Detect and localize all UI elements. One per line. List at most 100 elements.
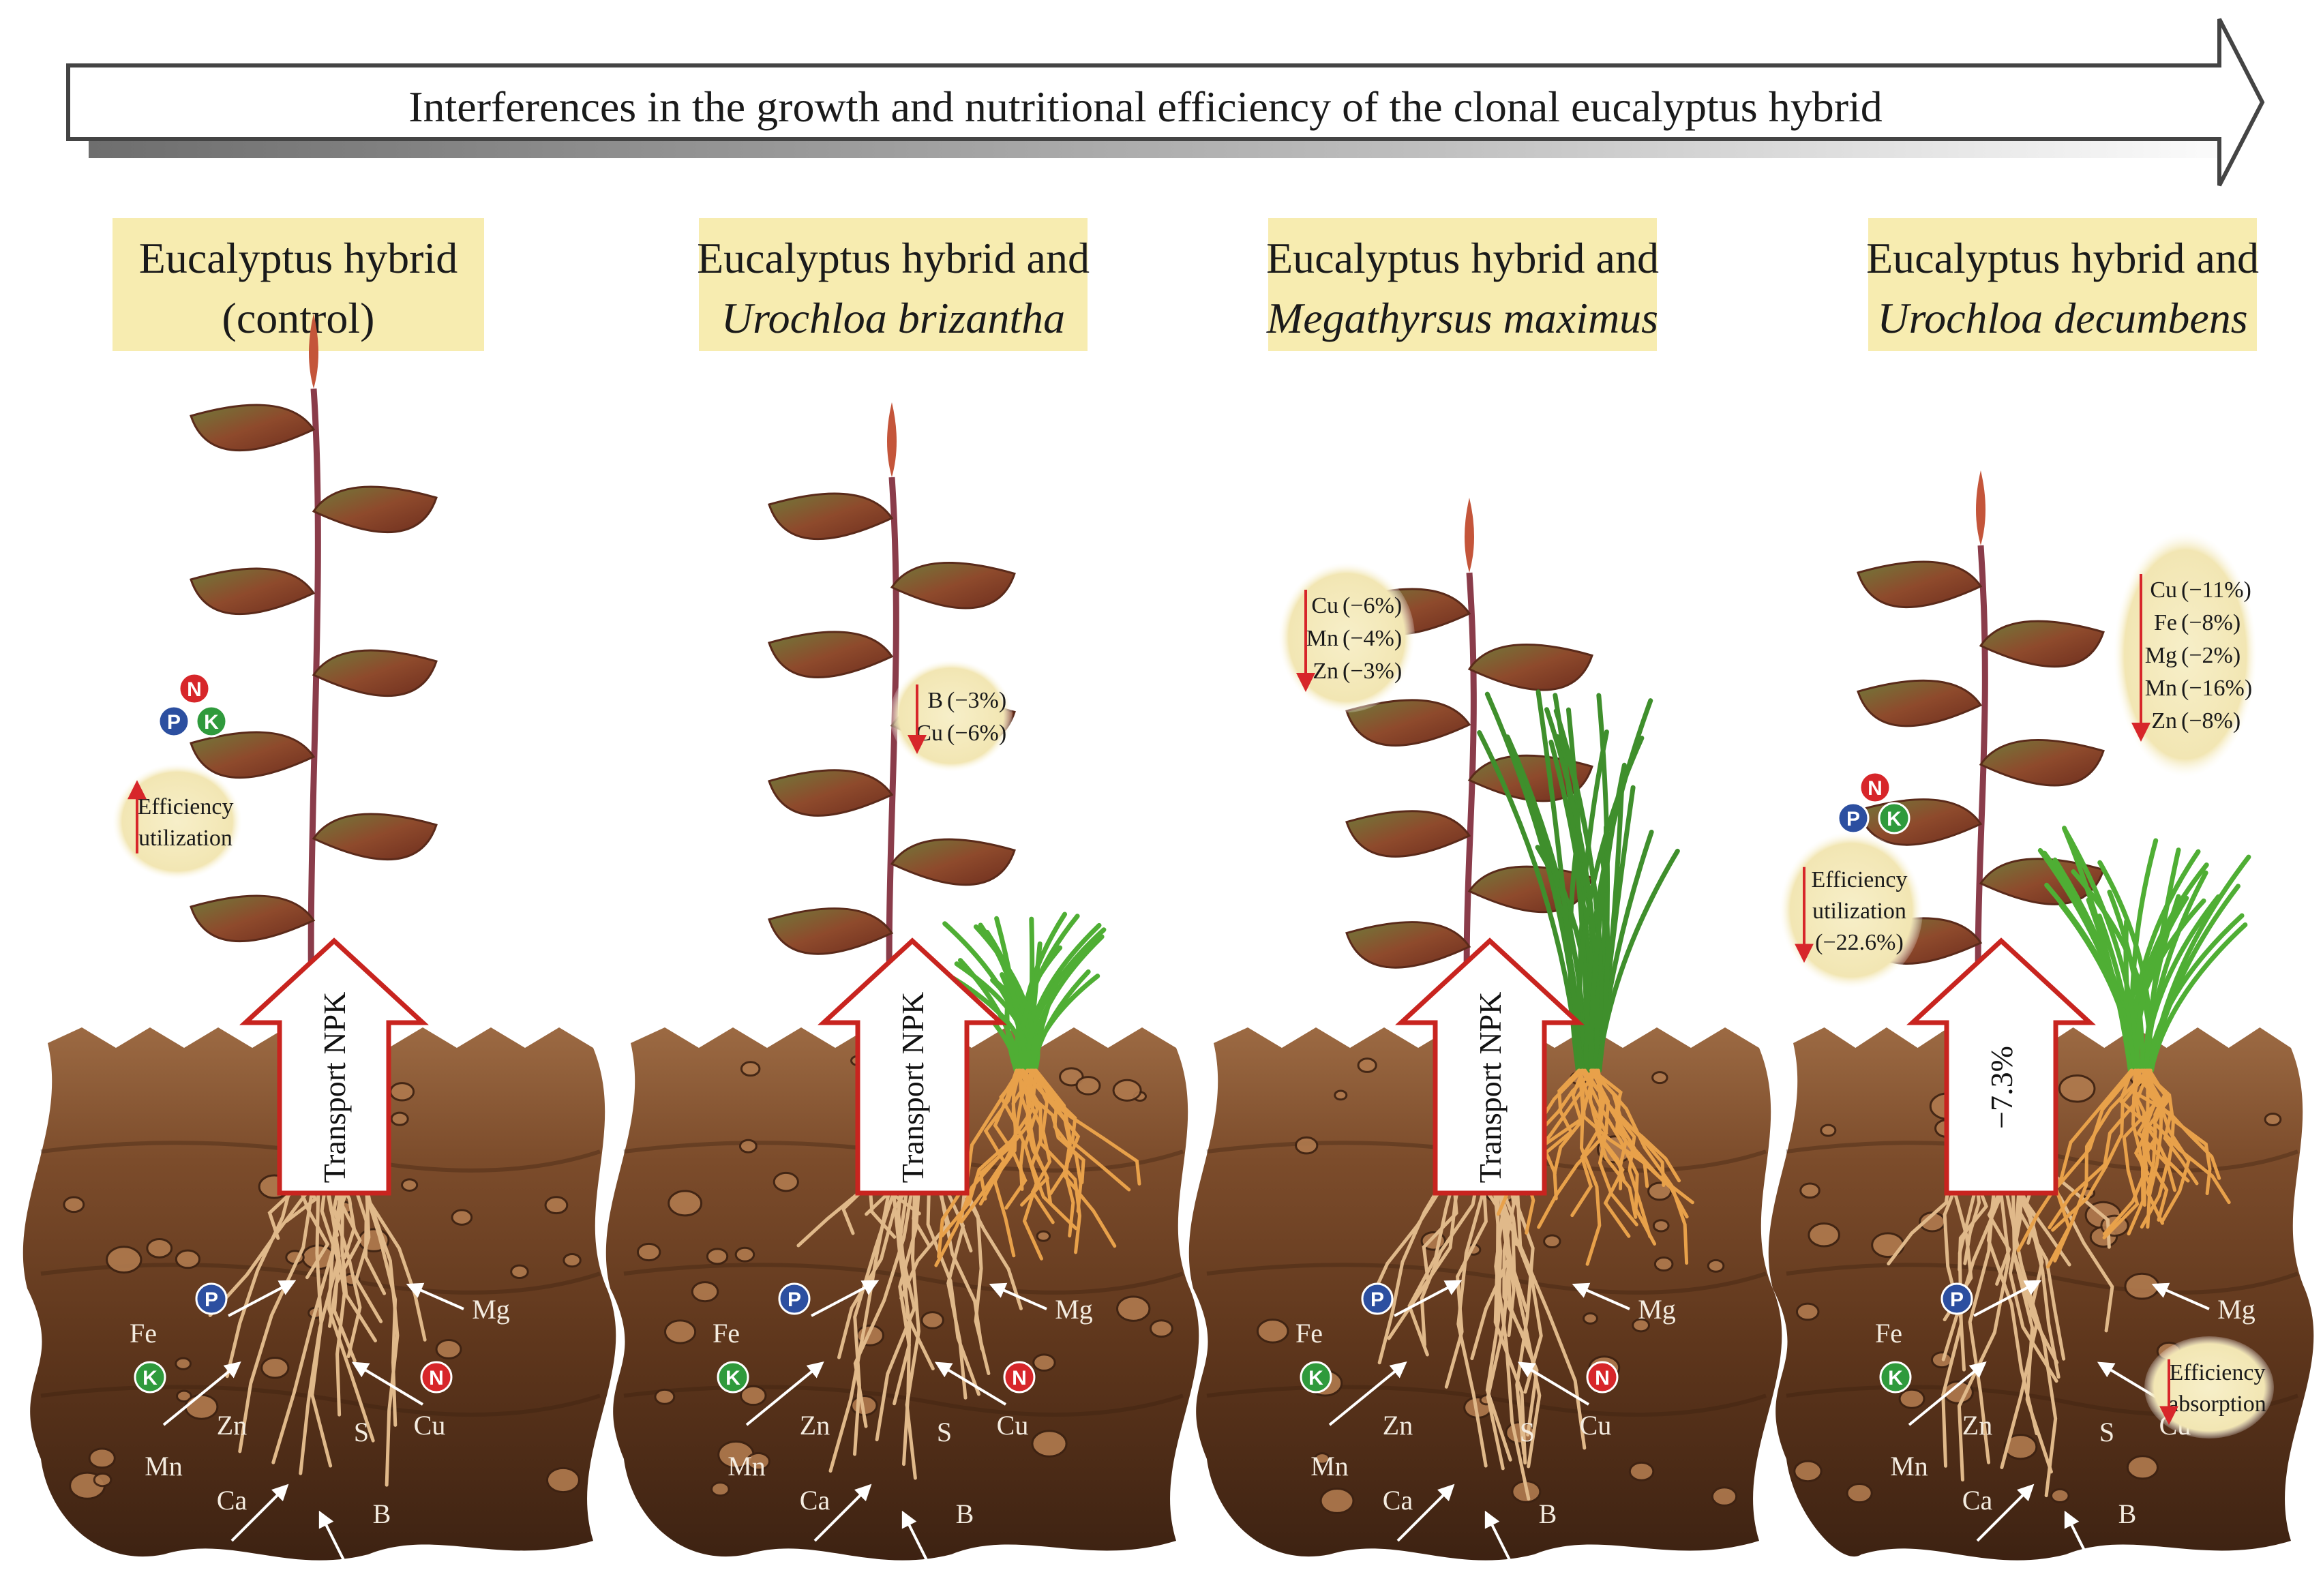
soil-nutrient-p-label: P xyxy=(788,1289,801,1311)
soil-nutrient-ca: Ca xyxy=(1962,1485,1993,1516)
soil-pebble xyxy=(93,1472,113,1488)
efficiency-absorption-note-circle xyxy=(2144,1336,2274,1439)
root-strand xyxy=(1570,1068,1602,1218)
eucalyptus-bud xyxy=(1976,470,1985,545)
eucalyptus-leaf xyxy=(1345,810,1471,858)
npk-n-label: N xyxy=(1868,777,1883,800)
root-strand xyxy=(2053,1068,2150,1263)
reduction-percent: (−8%) xyxy=(2181,708,2240,734)
uptake-arrow xyxy=(2151,1282,2210,1310)
reduction-element: Fe xyxy=(2154,610,2177,635)
soil-nutrient-ca: Ca xyxy=(1383,1485,1413,1516)
soil-pebble xyxy=(1583,1312,1598,1325)
soil-pebble xyxy=(1871,1232,1905,1259)
soil-nutrient-cu: Cu xyxy=(997,1410,1029,1441)
soil-pebble xyxy=(510,1264,529,1280)
soil-nutrient-p-label: P xyxy=(1370,1289,1384,1311)
root-strand xyxy=(959,1068,1021,1224)
efficiency-absorption-note-text: absorption xyxy=(2168,1391,2266,1417)
soil-nutrient-n-circle xyxy=(1586,1361,1619,1394)
soil-pebble xyxy=(184,1394,219,1420)
soil-nutrient-mg: Mg xyxy=(1638,1294,1676,1325)
eucalyptus-leaf xyxy=(190,731,316,779)
uptake-arrow xyxy=(1908,1361,1987,1426)
soil-pebble xyxy=(1075,1076,1101,1096)
soil-pebble xyxy=(563,1252,582,1268)
soil-nutrient-n-circle xyxy=(1003,1361,1036,1394)
panel-title-line2: Urochloa brizantha xyxy=(721,294,1065,342)
root-strand xyxy=(1578,1068,1602,1266)
npk-k-circle xyxy=(195,705,228,738)
grass-blade xyxy=(2145,913,2245,1073)
soil-pebble xyxy=(746,1451,770,1471)
soil-block xyxy=(1188,1027,1782,1561)
soil-pebble xyxy=(544,1196,569,1215)
uptake-arrow xyxy=(1484,1510,1515,1569)
soil-pebble xyxy=(1357,1057,1377,1073)
soil-pebble xyxy=(740,1385,767,1406)
soil-pebble xyxy=(451,1209,473,1226)
soil-pebble xyxy=(1116,1295,1151,1322)
panel-title-box xyxy=(113,218,484,351)
uptake-arrow xyxy=(1394,1280,1463,1317)
soil-pebble xyxy=(1799,1182,1820,1199)
root-strand xyxy=(1580,1068,1657,1246)
uptake-arrows xyxy=(1328,1280,1630,1569)
root-strand xyxy=(1024,1068,1053,1205)
uptake-arrow xyxy=(318,1510,349,1569)
reduction-percent: (−6%) xyxy=(947,721,1006,746)
reduction-percent: (−2%) xyxy=(2181,643,2240,668)
root-strand xyxy=(2132,1068,2221,1180)
soil-nutrient-p-circle xyxy=(195,1282,228,1315)
soil-pebble xyxy=(2058,1074,2096,1103)
soil-nutrient-cu: Cu xyxy=(1580,1410,1612,1441)
soil-nutrient-b: B xyxy=(1539,1499,1557,1529)
soil-nutrient-p-circle xyxy=(1361,1282,1394,1315)
efficiency-utilization-note-text: utilization xyxy=(1812,899,1906,924)
reduction-element: Cu xyxy=(1311,593,1338,618)
transport-arrow-label: Transport NPK xyxy=(317,992,352,1184)
soil-layer-line xyxy=(623,1385,1184,1417)
efficiency-absorption-note-text: Efficiency xyxy=(2170,1360,2266,1385)
soil-nutrient-k-circle xyxy=(134,1361,166,1394)
eucalyptus-leaf xyxy=(1857,679,1983,727)
soil-nutrient-ca: Ca xyxy=(800,1485,830,1516)
soil-pebble xyxy=(773,1171,799,1192)
reduction-percent: (−16%) xyxy=(2181,676,2252,701)
soil-nutrient-p-label: P xyxy=(205,1289,218,1311)
root-strand xyxy=(2118,1068,2164,1225)
soil-pebble xyxy=(1036,1230,1051,1242)
soil-pebble xyxy=(1031,1430,1068,1458)
soil-pebble xyxy=(1652,1219,1670,1233)
eucalyptus-leaf xyxy=(768,769,894,817)
root-strand xyxy=(1034,1068,1072,1196)
soil-nutrient-b: B xyxy=(2118,1499,2137,1529)
soil-pebble xyxy=(1628,1461,1655,1481)
soil-pebble xyxy=(435,1339,462,1359)
uptake-arrow xyxy=(1517,1361,1590,1406)
root-strand xyxy=(937,1068,1021,1259)
soil-nutrient-zn: Zn xyxy=(217,1410,247,1441)
soil-pebble xyxy=(88,1447,116,1469)
soil-pebble xyxy=(1808,1222,1840,1248)
soil-nutrient-fe: Fe xyxy=(1295,1318,1323,1349)
eucalyptus-leaf xyxy=(890,561,1016,609)
soil-pebble xyxy=(175,1249,201,1269)
grass-blade xyxy=(1018,914,1080,1073)
grass-blade xyxy=(2143,870,2208,1073)
uptake-arrow xyxy=(230,1484,289,1542)
soil-pebble xyxy=(1334,1089,1348,1101)
grass-clump xyxy=(2037,826,2251,1073)
soil-nutrient-mg: Mg xyxy=(1055,1294,1093,1325)
panel-title-line1: Eucalyptus hybrid xyxy=(139,234,458,282)
soil-layer-line xyxy=(40,1385,601,1417)
panel-title-line2: Megathyrsus maximus xyxy=(1266,294,1658,342)
soil-pebble xyxy=(734,1246,755,1263)
soil-pebble xyxy=(401,1178,419,1192)
root-strand xyxy=(1591,1068,1681,1183)
soil-pebble xyxy=(176,1389,192,1403)
eucalyptus-leaf xyxy=(312,649,438,697)
panel-title-line1: Eucalyptus hybrid and xyxy=(697,234,1090,282)
